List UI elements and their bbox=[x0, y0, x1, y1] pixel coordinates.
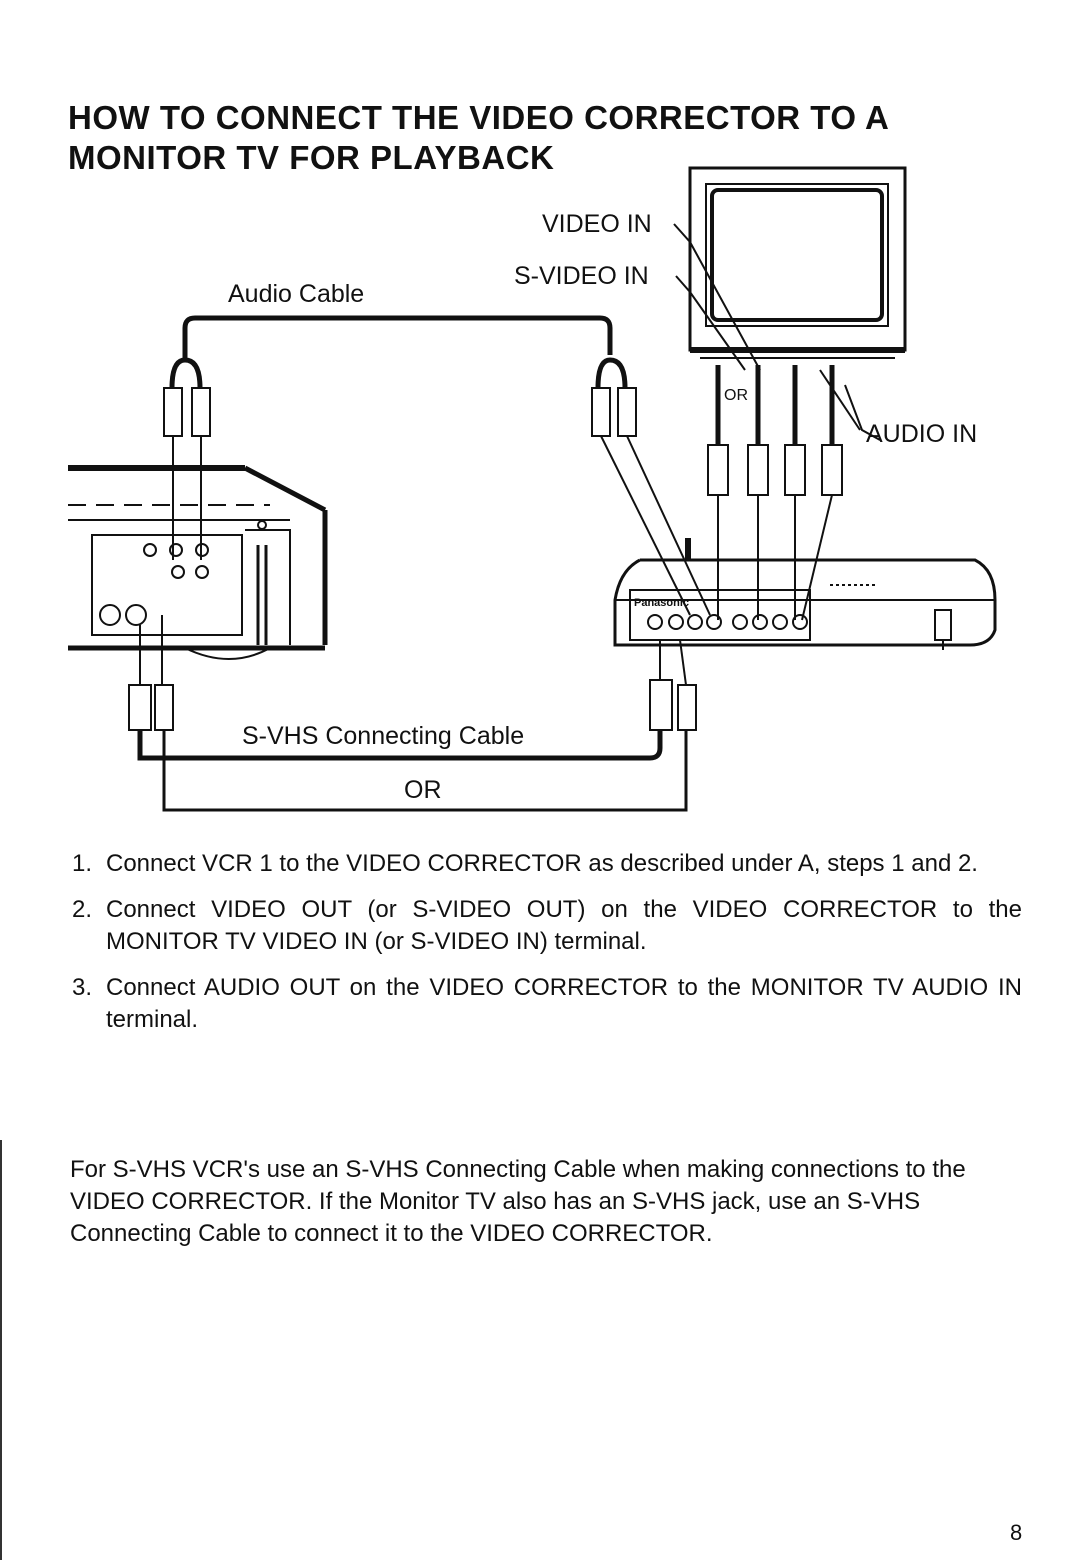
brand-label: Panasonic bbox=[634, 597, 689, 609]
svhs-cable bbox=[137, 730, 688, 812]
audio-plug-leads bbox=[172, 435, 711, 616]
label-svhs-cable: S-VHS Connecting Cable bbox=[242, 722, 524, 750]
label-audio-cable: Audio Cable bbox=[228, 280, 364, 308]
label-leader-lines bbox=[673, 223, 881, 441]
step-number: 2. bbox=[72, 896, 93, 923]
step-item: 1. Connect VCR 1 to the VIDEO CORRECTOR … bbox=[72, 848, 1022, 880]
monitor-tv bbox=[688, 166, 907, 359]
step-number: 3. bbox=[72, 974, 93, 1001]
step-text: Connect VCR 1 to the VIDEO CORRECTOR as … bbox=[106, 850, 978, 877]
step-item: 2. Connect VIDEO OUT (or S-VIDEO OUT) on… bbox=[72, 894, 1022, 958]
label-or-small: OR bbox=[724, 387, 748, 404]
label-video-in: VIDEO IN bbox=[542, 210, 652, 238]
label-audio-in: AUDIO IN bbox=[866, 420, 977, 448]
tv-cables bbox=[715, 365, 835, 445]
instruction-steps: 1. Connect VCR 1 to the VIDEO CORRECTOR … bbox=[72, 848, 1022, 1050]
step-item: 3. Connect AUDIO OUT on the VIDEO CORREC… bbox=[72, 972, 1022, 1036]
video-corrector-unit bbox=[613, 538, 997, 650]
step-text: Connect AUDIO OUT on the VIDEO CORRECTOR… bbox=[106, 974, 1022, 1033]
svhs-cable-plugs bbox=[128, 679, 697, 731]
page-number: 8 bbox=[1010, 1520, 1023, 1545]
svhs-cable-leads bbox=[139, 615, 687, 686]
label-svideo-in: S-VIDEO IN bbox=[514, 262, 649, 290]
step-number: 1. bbox=[72, 850, 93, 877]
tv-cable-plugs bbox=[707, 444, 843, 496]
tv-plug-leads bbox=[717, 494, 833, 621]
audio-cable bbox=[169, 315, 628, 389]
vcr-unit bbox=[68, 465, 328, 660]
label-or: OR bbox=[404, 776, 442, 804]
svhs-note: For S-VHS VCR's use an S-VHS Connecting … bbox=[70, 1156, 966, 1247]
connection-diagram: VIDEO IN S-VIDEO IN Audio Cable AUDIO IN… bbox=[68, 166, 997, 812]
margin-line bbox=[0, 1140, 2, 1560]
step-text: Connect VIDEO OUT (or S-VIDEO OUT) on th… bbox=[106, 896, 1022, 955]
page-title: HOW TO CONNECT THE VIDEO CORRECTOR TO A … bbox=[68, 99, 889, 176]
audio-cable-plugs bbox=[163, 387, 637, 437]
